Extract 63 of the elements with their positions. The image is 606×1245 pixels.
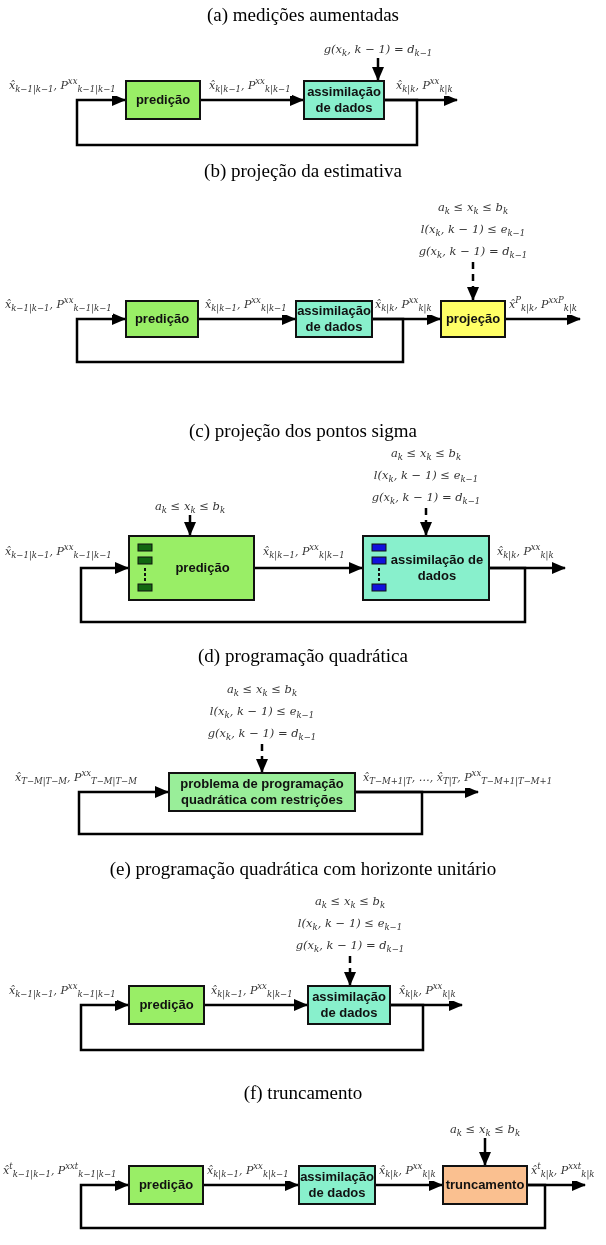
process-label: assimilação de dados bbox=[300, 1169, 374, 1201]
arrow bbox=[506, 313, 581, 325]
constraint-formula: g(x$_{k}$, k − 1) = d$_{k−1}$ bbox=[417, 243, 529, 262]
constraint-formula: l(x$_{k}$, k − 1) ≤ e$_{k−1}$ bbox=[208, 703, 316, 722]
process-label: problema de programação quadrática com restrições bbox=[179, 776, 345, 808]
process-label: assimilação de dados bbox=[297, 303, 371, 335]
constraint-formula: a$_{k}$ ≤ x$_{k}$ ≤ b$_{k}$ bbox=[135, 495, 245, 515]
constraint-formula: l(x$_{k}$, k − 1) ≤ e$_{k−1}$ bbox=[372, 467, 480, 486]
process-label: truncamento bbox=[445, 1177, 525, 1193]
constraint-formula: a$_{k}$ ≤ x$_{k}$ ≤ b$_{k}$ bbox=[389, 445, 463, 464]
dashed-arrow bbox=[420, 508, 432, 536]
arrow bbox=[201, 94, 304, 106]
arrow bbox=[204, 1179, 299, 1191]
panel-title: (c) projeção dos pontos sigma bbox=[189, 420, 417, 442]
process-label: predição bbox=[134, 311, 190, 327]
arrow bbox=[79, 999, 425, 1052]
process-box bbox=[128, 1165, 204, 1205]
constraint-formula: l(x$_{k}$, k − 1) ≤ e$_{k−1}$ bbox=[296, 915, 404, 934]
arrow bbox=[376, 1179, 443, 1191]
panel-title: (e) programação quadrática com horizonte unitário bbox=[109, 858, 497, 880]
constraint-formula: g(x$_{k}$, k − 1) = d$_{k−1}$ bbox=[310, 38, 446, 58]
process-box bbox=[125, 300, 199, 338]
process-label: predição bbox=[175, 560, 230, 576]
constraint-formula: a$_{k}$ ≤ x$_{k}$ ≤ b$_{k}$ bbox=[313, 893, 387, 912]
process-box bbox=[128, 985, 205, 1025]
arrow bbox=[479, 1138, 491, 1166]
arrow bbox=[184, 515, 196, 536]
process-label: predição bbox=[139, 997, 194, 1013]
panel-title: (a) medições aumentadas bbox=[207, 4, 399, 26]
dashed-arrow bbox=[344, 956, 356, 986]
arrow bbox=[205, 999, 308, 1011]
constraint-formula: g(x$_{k}$, k − 1) = d$_{k−1}$ bbox=[294, 937, 406, 956]
panel-title: (b) projeção da estimativa bbox=[204, 160, 402, 182]
constraint-formula: a$_{k}$ ≤ x$_{k}$ ≤ b$_{k}$ bbox=[225, 681, 299, 700]
process-box bbox=[442, 1165, 528, 1205]
constraint-formula: l(x$_{k}$, k − 1) ≤ e$_{k−1}$ bbox=[419, 221, 527, 240]
arrow bbox=[75, 313, 405, 364]
process-box bbox=[125, 80, 201, 120]
process-box bbox=[362, 535, 490, 601]
constraint-formula: g(x$_{k}$, k − 1) = d$_{k−1}$ bbox=[206, 725, 318, 744]
constraint-formula: g(x$_{k}$, k − 1) = d$_{k−1}$ bbox=[370, 489, 482, 508]
arrow bbox=[79, 562, 527, 624]
dashed-arrow bbox=[256, 744, 268, 773]
process-box bbox=[128, 535, 255, 601]
panel-title: (d) programação quadrática bbox=[198, 645, 408, 667]
dashed-arrow bbox=[467, 262, 479, 301]
process-box bbox=[168, 772, 356, 812]
process-label: predição bbox=[138, 1177, 194, 1193]
arrow bbox=[372, 58, 384, 81]
constraint-formula: a$_{k}$ ≤ x$_{k}$ ≤ b$_{k}$ bbox=[436, 199, 510, 218]
panel-title: (f) truncamento bbox=[243, 1082, 363, 1104]
process-label: assimilação de dados bbox=[306, 84, 382, 116]
arrow bbox=[199, 313, 296, 325]
process-label: projeção bbox=[445, 311, 501, 327]
constraint-formula: a$_{k}$ ≤ x$_{k}$ ≤ b$_{k}$ bbox=[430, 1118, 540, 1138]
process-label: assimilação de dados bbox=[389, 552, 485, 584]
process-label: assimilação de dados bbox=[311, 989, 387, 1021]
arrow bbox=[79, 1179, 547, 1230]
process-box bbox=[440, 300, 506, 338]
arrow bbox=[75, 94, 419, 147]
arrow bbox=[77, 786, 424, 836]
arrow bbox=[255, 562, 363, 574]
process-label: predição bbox=[135, 92, 191, 108]
